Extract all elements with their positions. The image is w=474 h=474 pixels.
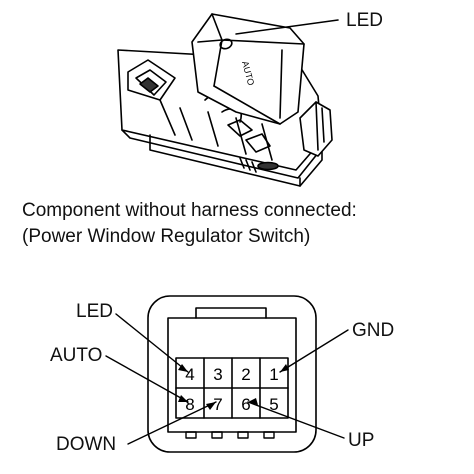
connector-diagram xyxy=(105,295,349,453)
led-callout-label: LED xyxy=(346,10,383,31)
pin-number-1: 1 xyxy=(269,365,278,384)
pin-number-5: 5 xyxy=(269,395,278,414)
caption-line-2: (Power Window Regulator Switch) xyxy=(22,226,311,247)
connector-label-auto: AUTO xyxy=(50,345,103,366)
pin-number-2: 2 xyxy=(241,365,250,384)
connector-label-up: UP xyxy=(348,430,375,451)
pin-number-7: 7 xyxy=(213,395,222,414)
pin-number-3: 3 xyxy=(213,365,222,384)
connector-label-down: DOWN xyxy=(56,434,117,455)
window-switch-illustration xyxy=(117,13,339,187)
pin-number-6: 6 xyxy=(241,395,250,414)
connector-label-led: LED xyxy=(76,301,113,322)
pin-number-4: 4 xyxy=(185,365,194,384)
connector-label-gnd: GND xyxy=(352,320,395,341)
pin-number-8: 8 xyxy=(185,395,194,414)
caption-line-1: Component without harness connected: xyxy=(22,200,357,221)
